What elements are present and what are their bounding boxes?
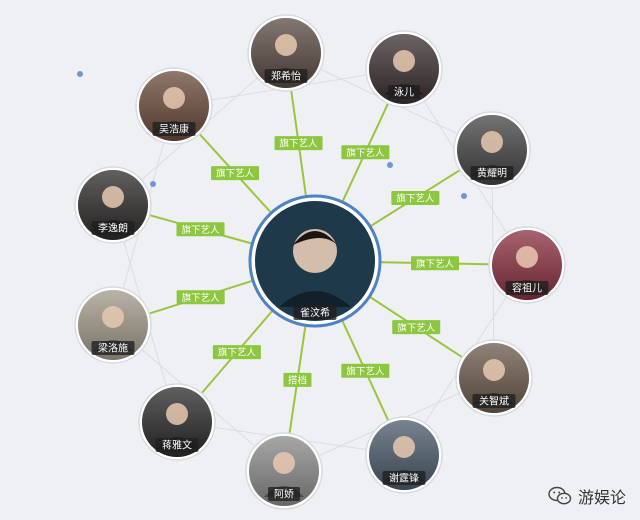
node-label-bg xyxy=(472,394,516,408)
node-label-bg xyxy=(155,438,199,452)
edge-label-bg xyxy=(341,363,390,378)
decorative-dot xyxy=(150,181,156,187)
edge-label-text: 旗下艺人 xyxy=(346,365,385,377)
edge-label-bg xyxy=(211,166,260,181)
person-node[interactable]: 郑希怡 xyxy=(247,14,325,92)
decorative-dot xyxy=(461,193,467,199)
center-avatar-hair xyxy=(293,231,337,245)
edge-label: 旗下艺人 xyxy=(391,191,440,206)
node-label-bg xyxy=(388,85,420,99)
avatar-face xyxy=(483,359,505,381)
center-avatar-body xyxy=(279,291,351,307)
edge-label-bg xyxy=(283,372,312,387)
avatar-face xyxy=(275,34,297,56)
node-label: 蒋雅文 xyxy=(162,439,192,452)
edge-label: 旗下艺人 xyxy=(341,363,390,378)
edge-label-bg xyxy=(176,290,225,305)
node-label-bg xyxy=(91,221,135,235)
node-label: 吴浩康 xyxy=(159,123,189,136)
edge-label: 旗下艺人 xyxy=(176,290,225,305)
edge-label-bg xyxy=(391,191,440,206)
avatar-face xyxy=(481,131,503,153)
person-node[interactable]: 李逸朗 xyxy=(74,166,152,244)
node-label: 李逸朗 xyxy=(98,222,128,235)
node-label-bg xyxy=(470,166,514,180)
edge-label-bg xyxy=(392,320,441,335)
edge-label-text: 旗下艺人 xyxy=(397,322,436,334)
edge-label-bg xyxy=(410,256,459,271)
edge-label: 旗下艺人 xyxy=(274,136,323,151)
edge-label-bg xyxy=(212,345,261,360)
avatar-face xyxy=(166,403,188,425)
node-label: 黄耀明 xyxy=(477,167,507,180)
decorative-dot xyxy=(387,162,393,168)
avatar-face xyxy=(163,87,185,109)
person-node[interactable]: 吴浩康 xyxy=(135,67,213,145)
wechat-icon xyxy=(548,486,572,505)
watermark-text: 游娱论 xyxy=(577,488,626,507)
edge-label-text: 旗下艺人 xyxy=(182,224,221,236)
node-label-bg xyxy=(91,341,135,355)
person-node[interactable]: 容祖儿 xyxy=(488,226,566,304)
avatar-face xyxy=(393,50,415,72)
avatar-face xyxy=(393,436,415,458)
edge-labels: 旗下艺人旗下艺人旗下艺人旗下艺人旗下艺人旗下艺人搭档旗下艺人旗下艺人旗下艺人旗下… xyxy=(176,136,459,387)
edge-label: 旗下艺人 xyxy=(212,345,261,360)
edge-label-bg xyxy=(176,222,225,237)
edge-label: 旗下艺人 xyxy=(392,320,441,335)
edge-label: 搭档 xyxy=(283,372,312,387)
node-label: 阿娇 xyxy=(274,489,294,501)
node-label-bg xyxy=(268,487,300,501)
node-label: 泳儿 xyxy=(394,87,414,99)
node-label: 郑希怡 xyxy=(271,70,301,83)
node-label: 梁洛施 xyxy=(98,342,128,355)
person-node[interactable]: 泳儿 xyxy=(365,30,443,108)
avatar-face xyxy=(102,186,124,208)
center-node[interactable]: 雀汶希 xyxy=(248,194,382,328)
edge-label-text: 旗下艺人 xyxy=(218,347,257,359)
avatar-face xyxy=(102,306,124,328)
edge-label-text: 旗下艺人 xyxy=(396,193,435,205)
person-node[interactable]: 梁洛施 xyxy=(74,286,152,364)
node-label-bg xyxy=(382,471,426,485)
node-label-bg xyxy=(152,122,196,136)
person-node[interactable]: 谢霆锋 xyxy=(365,416,443,494)
edge-label: 旗下艺人 xyxy=(211,166,260,181)
node-label: 关智斌 xyxy=(479,395,509,408)
center-label: 雀汶希 xyxy=(300,306,330,319)
edge-label-text: 旗下艺人 xyxy=(182,292,221,304)
edge-label-bg xyxy=(274,136,323,151)
node-label-bg xyxy=(505,281,549,295)
person-node[interactable]: 蒋雅文 xyxy=(138,383,216,461)
avatar-face xyxy=(516,246,538,268)
node-label: 谢霆锋 xyxy=(389,472,419,485)
avatar-face xyxy=(273,452,295,474)
edge-label-bg xyxy=(341,145,390,160)
edge-label: 旗下艺人 xyxy=(410,256,459,271)
person-node[interactable]: 阿娇 xyxy=(245,432,323,510)
person-node[interactable]: 黄耀明 xyxy=(453,111,531,189)
edge-label-text: 旗下艺人 xyxy=(280,138,319,150)
edge-label-text: 旗下艺人 xyxy=(216,168,255,180)
decorative-dots xyxy=(77,71,467,199)
node-label: 容祖儿 xyxy=(512,282,542,295)
center-label-bg xyxy=(293,305,337,320)
edge-label-text: 旗下艺人 xyxy=(416,258,455,270)
edge-label-text: 旗下艺人 xyxy=(346,147,385,159)
person-node[interactable]: 关智斌 xyxy=(455,339,533,417)
watermark: 游娱论 xyxy=(548,484,626,508)
node-label-bg xyxy=(264,69,308,83)
edge-label: 旗下艺人 xyxy=(176,222,225,237)
decorative-dot xyxy=(77,71,83,77)
edge-label-text: 搭档 xyxy=(288,374,307,386)
edge-label: 旗下艺人 xyxy=(341,145,390,160)
